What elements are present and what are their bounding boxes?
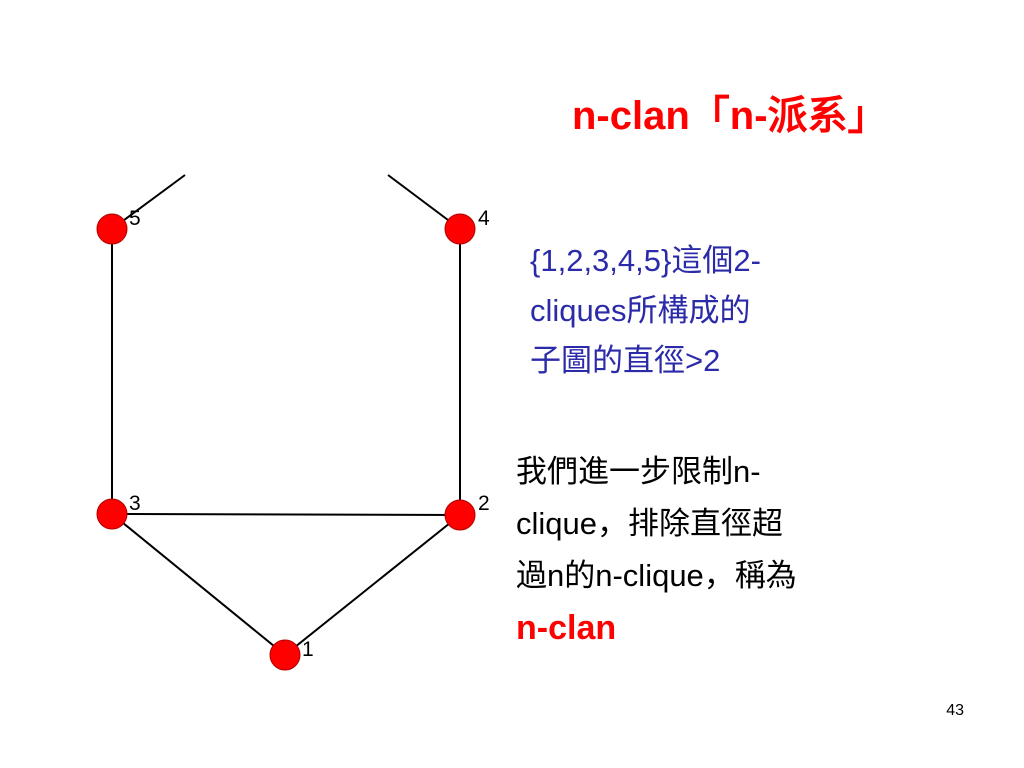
node-5 <box>96 213 128 245</box>
node-3 <box>96 498 128 530</box>
node-4 <box>444 213 476 245</box>
slide-title: n-clan「n-派系」 <box>572 94 888 138</box>
diameter-note-line-1: {1,2,3,4,5}這個2- <box>530 243 761 278</box>
node-2 <box>444 499 476 531</box>
definition-note-line-1: 我們進一步限制n- <box>516 454 761 489</box>
node-1 <box>269 639 301 671</box>
node-label-3: 3 <box>129 492 141 515</box>
edge-2-3 <box>111 513 461 516</box>
diameter-note: {1,2,3,4,5}這個2- cliques所構成的 子圖的直徑>2 <box>530 236 860 386</box>
node-label-4: 4 <box>478 207 490 230</box>
n-clan-term: n-clan <box>516 609 617 647</box>
node-label-5: 5 <box>129 207 141 230</box>
diameter-note-line-3: 子圖的直徑>2 <box>530 343 721 378</box>
page-number: 43 <box>946 702 964 719</box>
node-label-1: 1 <box>302 638 314 661</box>
definition-note: 我們進一步限制n- clique，排除直徑超 過n的n-clique，稱為 n-… <box>516 446 936 654</box>
edge-1-3 <box>111 513 286 656</box>
definition-note-line-3: 過n的n-clique，稱為 <box>516 558 797 593</box>
definition-note-line-2: clique，排除直徑超 <box>516 506 783 541</box>
diameter-note-line-2: cliques所構成的 <box>530 293 751 328</box>
node-label-2: 2 <box>478 492 490 515</box>
edge-1-2 <box>284 514 461 656</box>
